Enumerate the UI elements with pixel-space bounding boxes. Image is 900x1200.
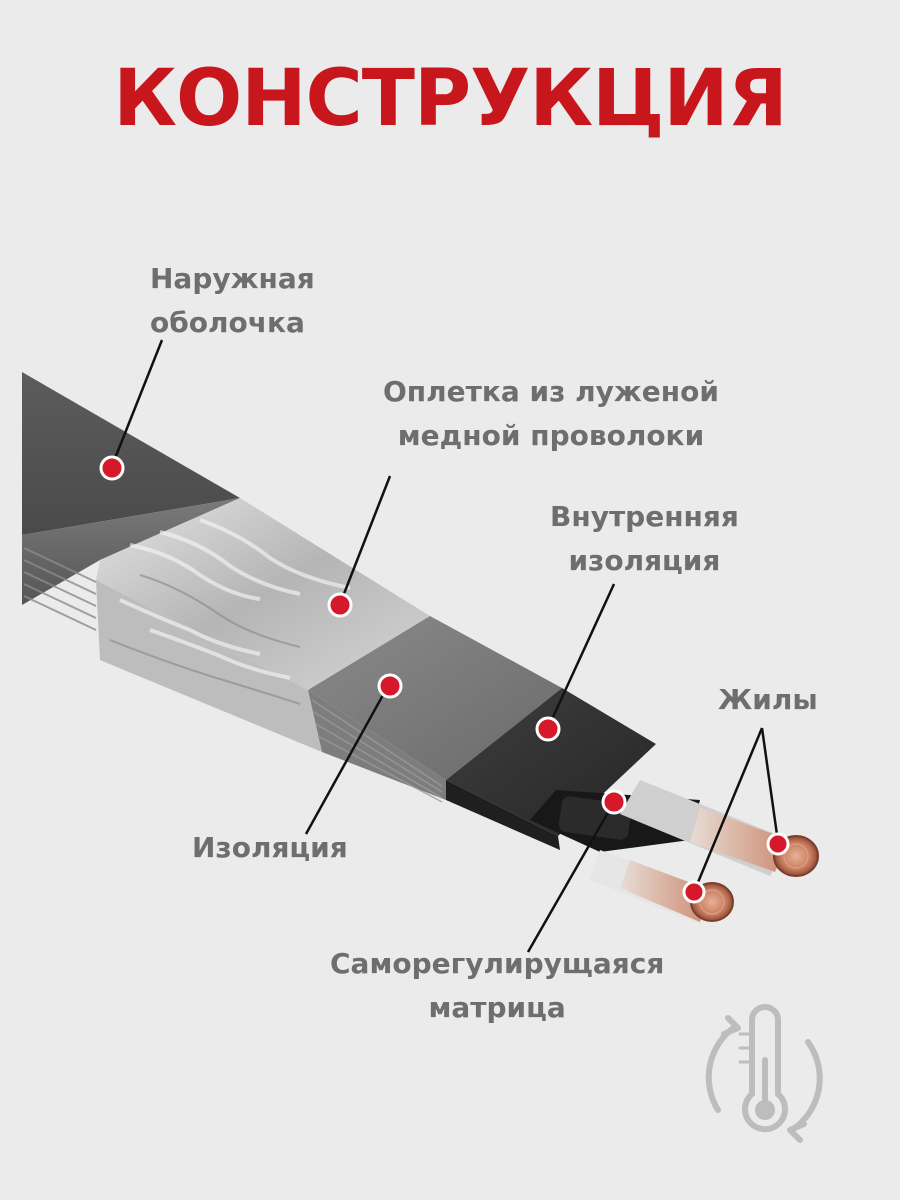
label-outer-sheath: Наружная оболочка bbox=[150, 262, 315, 339]
leader-inner-insulation bbox=[546, 583, 616, 729]
copper-braid bbox=[96, 498, 430, 752]
conductor-lower bbox=[590, 850, 734, 924]
label-matrix: Саморегулирущаяся матрица bbox=[330, 947, 665, 1024]
marker-copper-braid bbox=[327, 592, 353, 618]
marker-matrix bbox=[601, 789, 627, 815]
marker-inner-insulation bbox=[535, 716, 561, 742]
label-insulation: Изоляция bbox=[192, 831, 348, 864]
marker-conductor-upper bbox=[766, 832, 790, 856]
page-title: КОНСТРУКЦИЯ bbox=[113, 54, 788, 144]
leader-insulation bbox=[304, 685, 390, 835]
leader-copper-braid bbox=[338, 475, 392, 605]
insulation bbox=[308, 616, 562, 803]
outer-sheath bbox=[22, 372, 240, 631]
leader-outer-sheath bbox=[110, 339, 164, 467]
marker-insulation bbox=[377, 673, 403, 699]
leader-conductor-upper bbox=[760, 727, 780, 843]
label-conductors: Жилы bbox=[718, 683, 818, 716]
conductor-upper bbox=[620, 780, 819, 877]
leader-conductor-lower bbox=[692, 727, 764, 893]
thermometer-cycle-icon bbox=[705, 1004, 823, 1143]
label-copper-braid: Оплетка из луженой медной проволоки bbox=[383, 375, 719, 452]
marker-conductor-lower bbox=[682, 880, 706, 904]
label-inner-insulation: Внутренняя изоляция bbox=[550, 500, 739, 577]
marker-outer-sheath bbox=[99, 455, 125, 481]
inner-insulation bbox=[446, 688, 656, 850]
leader-matrix bbox=[526, 801, 616, 953]
